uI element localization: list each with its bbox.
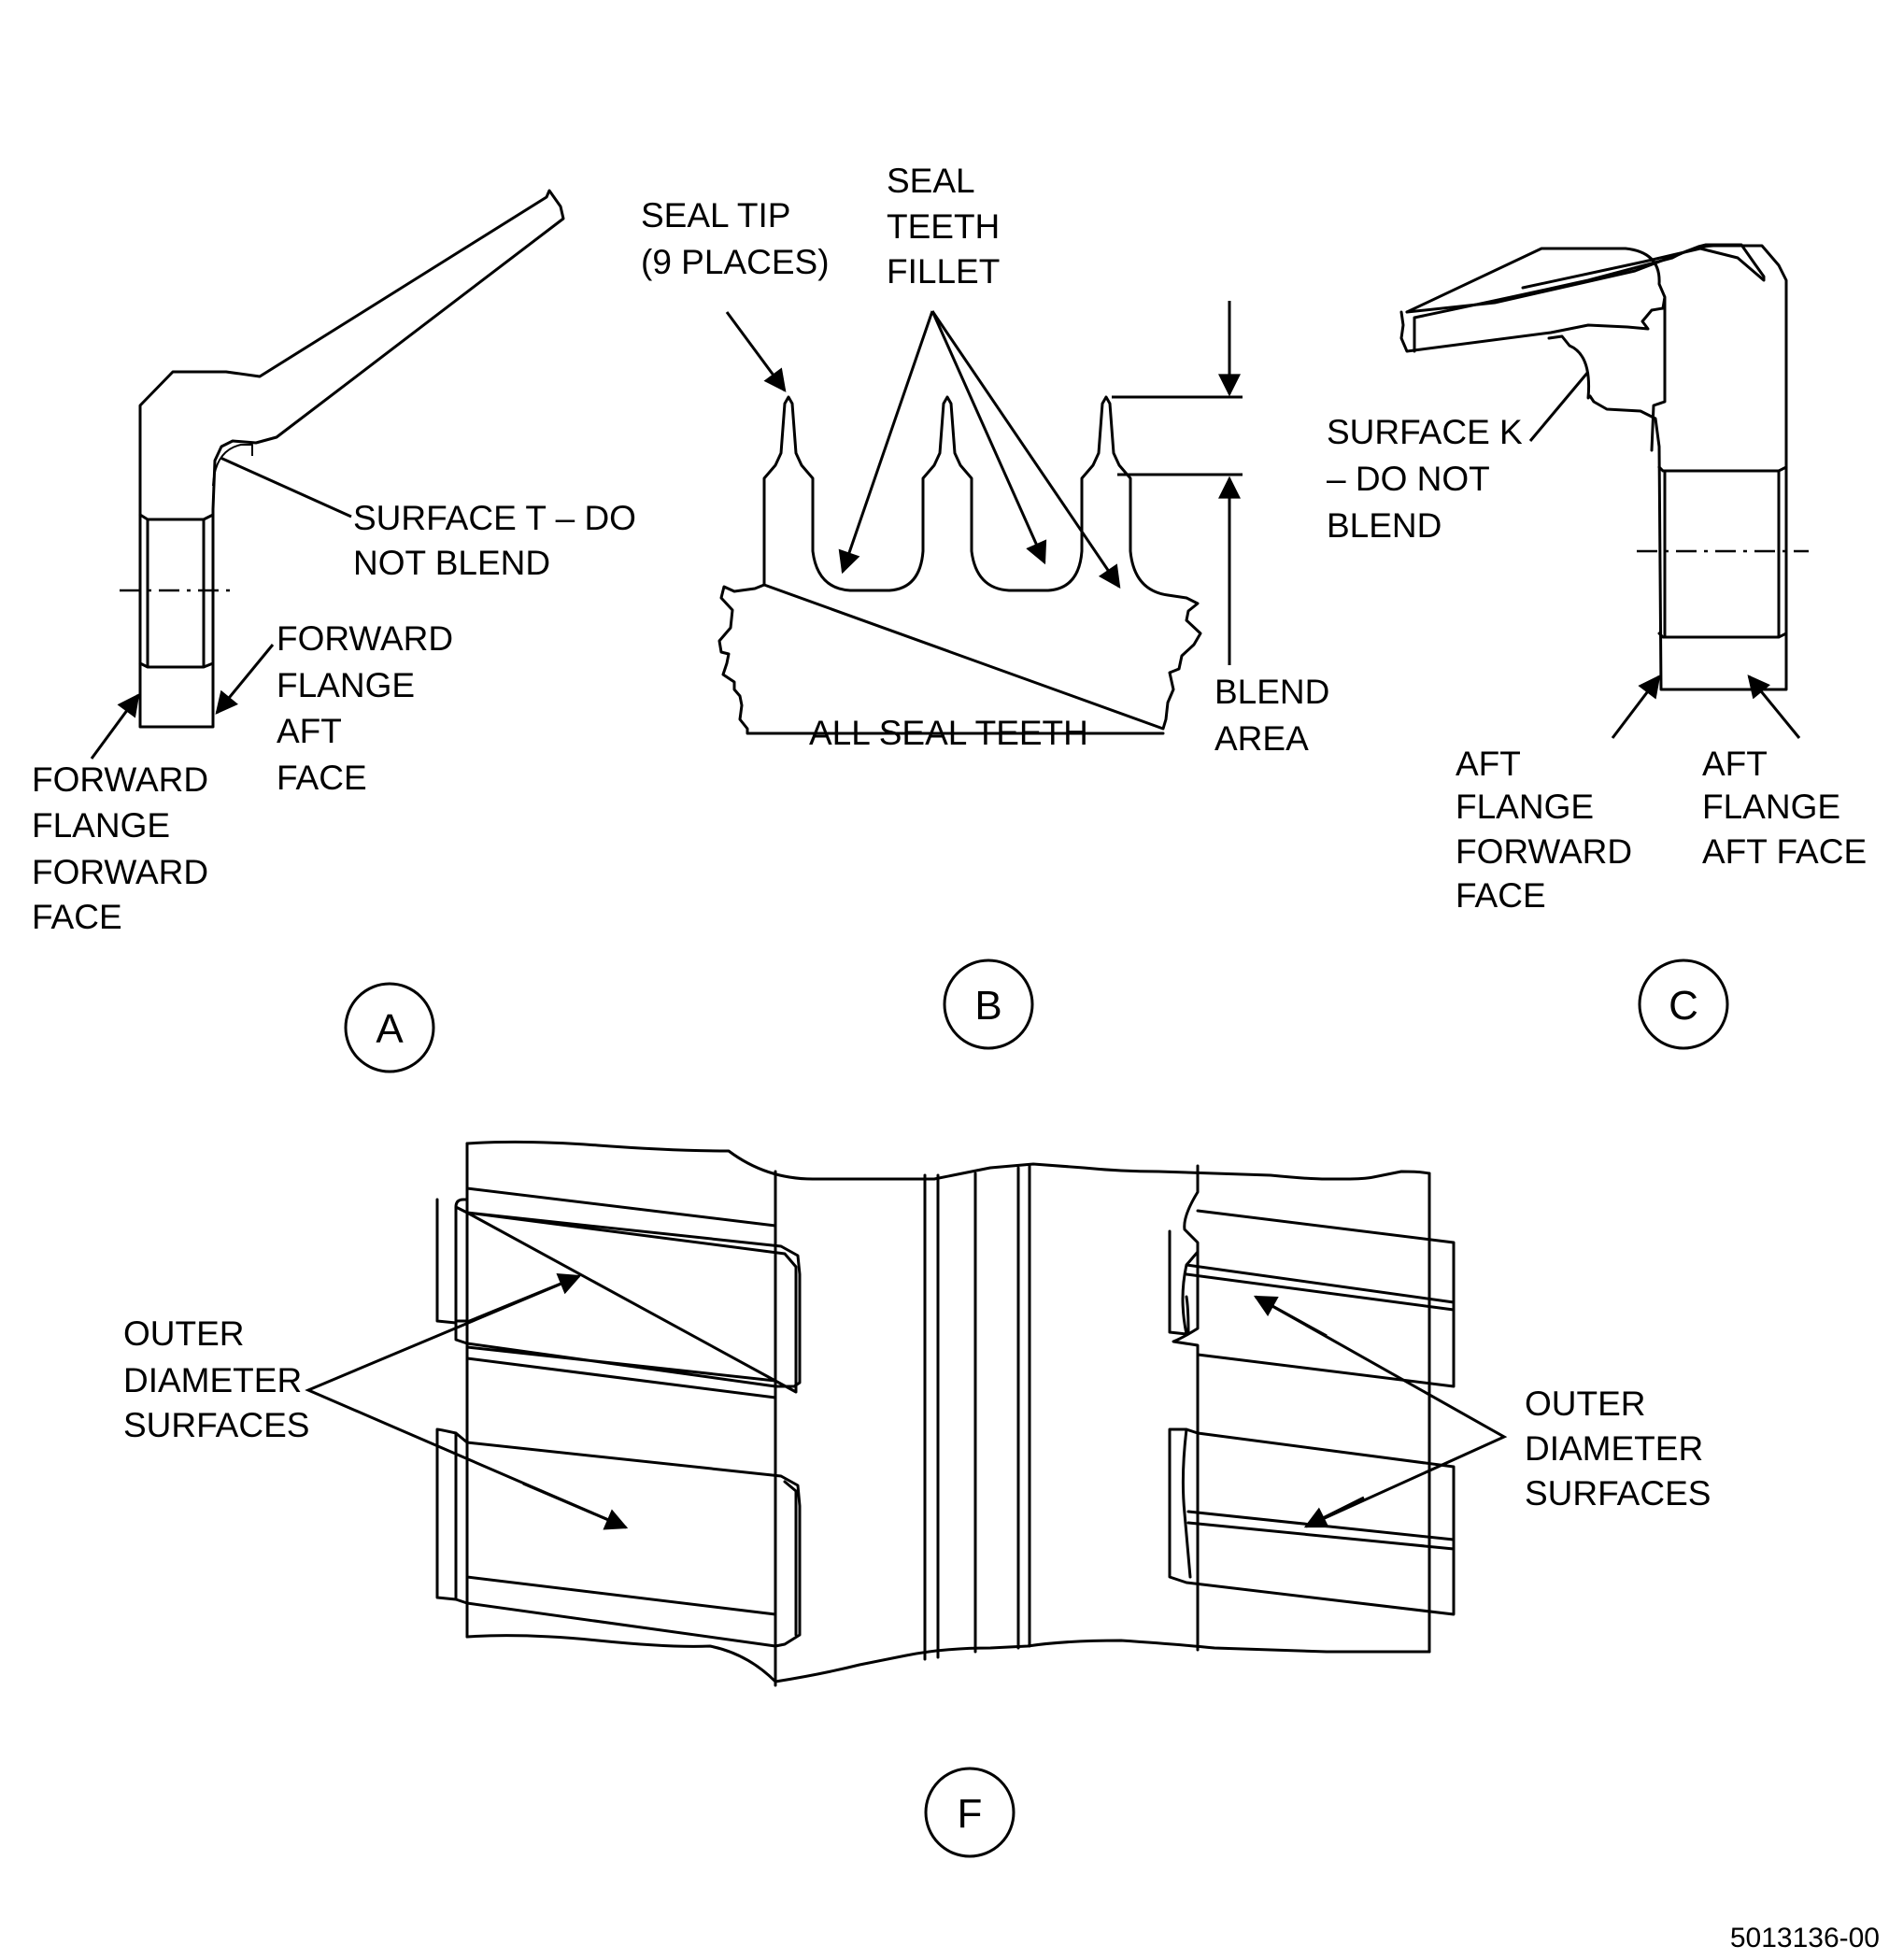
view-b-fillet-arrow-3 (930, 310, 1121, 589)
view-f-bottom-break (465, 1634, 1431, 1683)
view-a-surface-t-leader (220, 456, 352, 518)
view-b-seal-tip-arrow (725, 311, 787, 392)
view-f-letter: F (958, 1791, 983, 1837)
view-b-seal-tip-label-1: SEAL TIP (641, 196, 790, 234)
view-c-aft-flange-aft-face-label-2: FLANGE (1702, 788, 1840, 826)
view-c-hex-chamfer (1657, 465, 1788, 639)
view-b-letter: B (974, 983, 1001, 1029)
view-f-right-slot-lower (1168, 1427, 1456, 1616)
view-f-outer-dia-right-label-3: SURFACES (1525, 1474, 1711, 1513)
view-c-aft-flange-aft-face-label-3: AFT FACE (1702, 832, 1867, 871)
view-b: SEAL TIP (9 PLACES) SEAL TEETH FILLET BL… (641, 162, 1329, 1050)
view-f-left-arrow-lower (522, 1482, 629, 1530)
view-b-blend-area-label-2: AREA (1214, 719, 1309, 758)
view-f-left-slot-upper (435, 1177, 802, 1394)
view-a-fillet (212, 444, 253, 487)
view-f-outer-dia-left-label-1: OUTER (123, 1314, 245, 1353)
view-a: SURFACE T – DO NOT BLEND FORWARD FLANGE … (32, 189, 636, 1073)
view-f: OUTER DIAMETER SURFACES OUTER DIAMETER S… (123, 1140, 1711, 1858)
view-b-seal-teeth-fillet-label-2: TEETH (887, 207, 1000, 246)
view-a-fwd-flange-aft-face-label-3: AFT (277, 712, 342, 750)
view-b-fillet-arrow-2 (930, 310, 1047, 565)
view-f-left-slot-lower (435, 1356, 802, 1648)
view-c-aft-flange-fwd-face-arrow (1611, 675, 1661, 739)
view-a-letter: A (376, 1006, 404, 1052)
view-a-surface-t-label-line2: NOT BLEND (353, 544, 550, 582)
view-b-base-left-break (717, 583, 1165, 735)
view-c-aft-flange-fwd-face-label-1: AFT (1456, 745, 1521, 783)
view-c-callout-circle (1638, 959, 1729, 1050)
view-c-aft-flange-fwd-face-label-2: FLANGE (1456, 788, 1594, 826)
view-c-body (1413, 244, 1788, 691)
view-c-surface-k-leader (1528, 371, 1590, 442)
view-a-fwd-flange-fwd-face-label-1: FORWARD (32, 760, 208, 799)
view-a-fwd-flange-fwd-face-label-3: FORWARD (32, 853, 208, 891)
view-c-surface-k-label-line3: BLEND (1327, 506, 1442, 545)
view-f-top-break (465, 1140, 1431, 1181)
view-c-outer-outline (1405, 243, 1766, 314)
view-c-surface-k-label-line1: SURFACE K (1327, 413, 1523, 451)
view-a-fwd-flange-aft-face-label-4: FACE (277, 759, 367, 797)
view-f-outer-dia-right-label-1: OUTER (1525, 1385, 1646, 1423)
view-f-right-leader (1255, 1295, 1508, 1528)
view-a-fwd-flange-fwd-face-arrow (90, 693, 140, 760)
view-b-fillet-arrow-1 (838, 310, 934, 575)
view-b-seal-teeth-outline (762, 395, 1202, 731)
view-a-fwd-flange-fwd-face-label-4: FACE (32, 898, 122, 936)
view-c-surface-k-label-line2: – DO NOT (1327, 460, 1490, 498)
view-c-aft-flange-fwd-face-label-3: FORWARD (1456, 832, 1632, 871)
view-a-fwd-flange-aft-face-arrow (215, 644, 275, 715)
view-b-blend-area-label-1: BLEND (1214, 673, 1329, 711)
view-a-hex-chamfer (138, 513, 215, 669)
view-c-aft-flange-aft-face-label-1: AFT (1702, 745, 1768, 783)
view-c: SURFACE K – DO NOT BLEND AFT FLANGE FORW… (1327, 243, 1867, 1050)
view-b-seal-teeth-fillet-label-1: SEAL (887, 162, 975, 200)
view-b-all-seal-teeth-label: ALL SEAL TEETH (809, 714, 1088, 752)
view-f-right-arrow-lower (1303, 1496, 1365, 1528)
view-f-outer-dia-left-label-2: DIAMETER (123, 1361, 302, 1399)
view-a-fwd-flange-fwd-face-label-2: FLANGE (32, 806, 170, 845)
view-c-aft-flange-fwd-face-label-4: FACE (1456, 876, 1546, 915)
doc-number: 5013136-00 (1730, 1923, 1880, 1953)
view-f-outer-dia-left-label-3: SURFACES (123, 1406, 309, 1444)
view-a-surface-t-label-line1: SURFACE T – DO (353, 499, 636, 537)
view-f-callout-circle (924, 1767, 1016, 1858)
view-f-outer-dia-right-label-2: DIAMETER (1525, 1429, 1703, 1468)
view-c-aft-flange-aft-face-arrow (1747, 675, 1801, 739)
view-f-left-arrow-upper (466, 1273, 582, 1324)
view-b-seal-teeth-fillet-label-3: FILLET (887, 252, 1000, 291)
view-a-callout-circle (344, 982, 435, 1073)
view-c-flange-outline (1399, 247, 1667, 452)
view-f-right-slot-upper (1168, 1209, 1456, 1388)
view-a-fwd-flange-aft-face-label-1: FORWARD (277, 619, 453, 658)
view-f-right-body-line (1172, 1164, 1200, 1652)
view-b-seal-tip-label-2: (9 PLACES) (641, 243, 830, 281)
view-f-right-arrow-upper (1253, 1295, 1328, 1338)
view-b-callout-circle (943, 959, 1034, 1050)
view-c-letter: C (1669, 983, 1698, 1029)
view-a-fwd-flange-aft-face-label-2: FLANGE (277, 666, 415, 704)
